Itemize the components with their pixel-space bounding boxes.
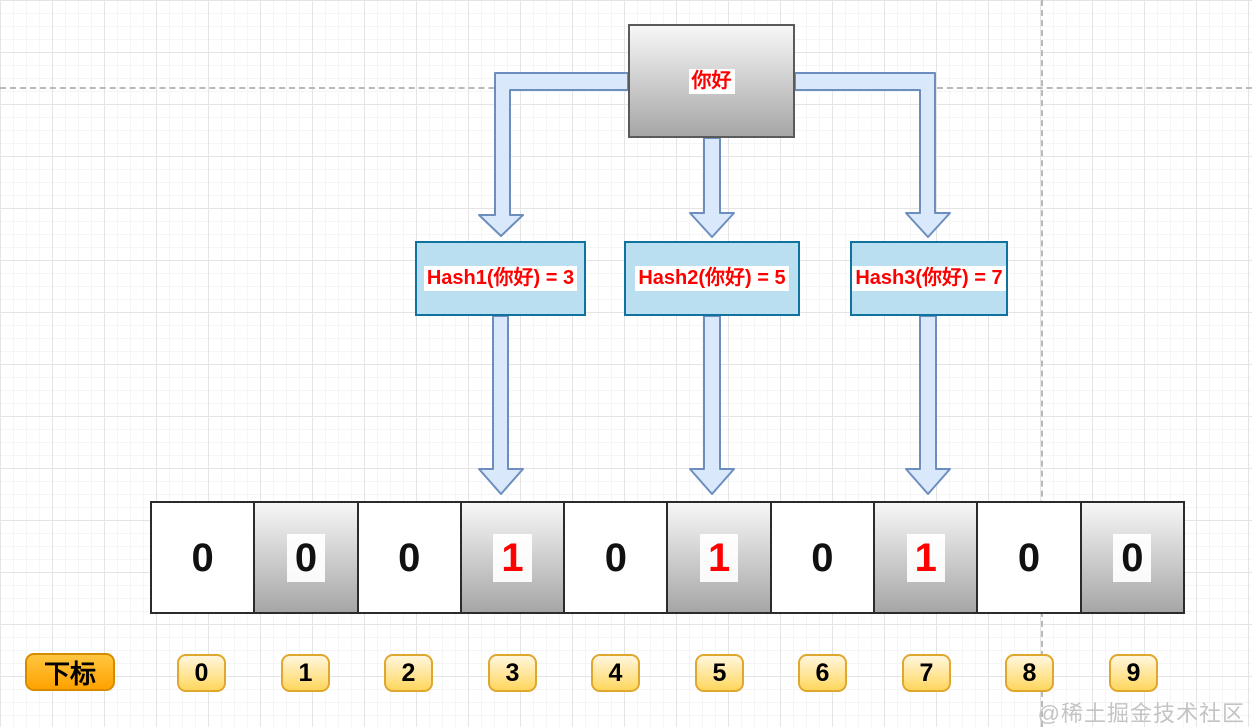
arrow-input-to-hash2 [689,137,735,238]
bit-array-cell-7: 1 [873,501,979,614]
bit-value: 1 [493,533,532,582]
bit-value: 1 [700,533,739,582]
arrow-input-to-hash1 [478,72,629,237]
index-badge-4: 4 [591,654,640,692]
index-row-title: 下标 [25,653,115,691]
bit-value: 0 [1113,533,1152,582]
index-badge-9: 9 [1109,654,1158,692]
bit-array-cell-9: 0 [1079,501,1185,614]
arrow-input-to-hash3 [794,72,951,238]
bit-value: 0 [286,533,326,582]
arrow-hash2-to-cell5 [689,315,735,495]
bit-array-cell-3: 1 [459,501,566,614]
index-badge-0: 0 [177,654,226,692]
arrow-hash1-to-cell3 [478,315,524,495]
hash3-box: Hash3(你好) = 7 [850,241,1008,316]
bit-value: 0 [1017,535,1041,580]
index-badge-5: 5 [695,654,744,692]
bit-array-cell-2: 0 [356,501,462,614]
bit-value: 0 [191,535,214,580]
input-value-box: 你好 [628,24,795,138]
bit-value: 0 [604,535,627,580]
bit-value: 0 [811,535,834,580]
hash2-label: Hash2(你好) = 5 [635,266,789,291]
hash3-label: Hash3(你好) = 7 [852,266,1006,291]
hash2-box: Hash2(你好) = 5 [624,241,800,316]
index-badge-8: 8 [1005,654,1054,692]
input-value-label: 你好 [688,68,735,94]
bit-array-cell-4: 0 [563,501,669,614]
hash1-label: Hash1(你好) = 3 [423,266,578,291]
arrow-hash3-to-cell7 [905,315,951,495]
bit-array-cell-6: 0 [769,501,876,614]
bit-array-cell-5: 1 [666,501,772,614]
bit-value: 0 [398,535,421,580]
page-boundary-dashed-vertical [1041,0,1043,727]
index-badge-2: 2 [384,654,433,692]
bit-array-cell-0: 0 [150,501,256,614]
index-badge-7: 7 [902,654,951,692]
bit-array: 0 0 0 1 0 1 0 1 0 0 [150,501,1185,614]
hash1-box: Hash1(你好) = 3 [415,241,586,316]
bit-array-cell-8: 0 [976,501,1082,614]
index-badge-6: 6 [798,654,847,692]
index-badge-3: 3 [488,654,537,692]
index-badge-1: 1 [281,654,330,692]
bit-value: 1 [906,533,945,582]
bit-array-cell-1: 0 [253,501,359,614]
watermark: @稀土掘金技术社区 [1037,701,1245,726]
